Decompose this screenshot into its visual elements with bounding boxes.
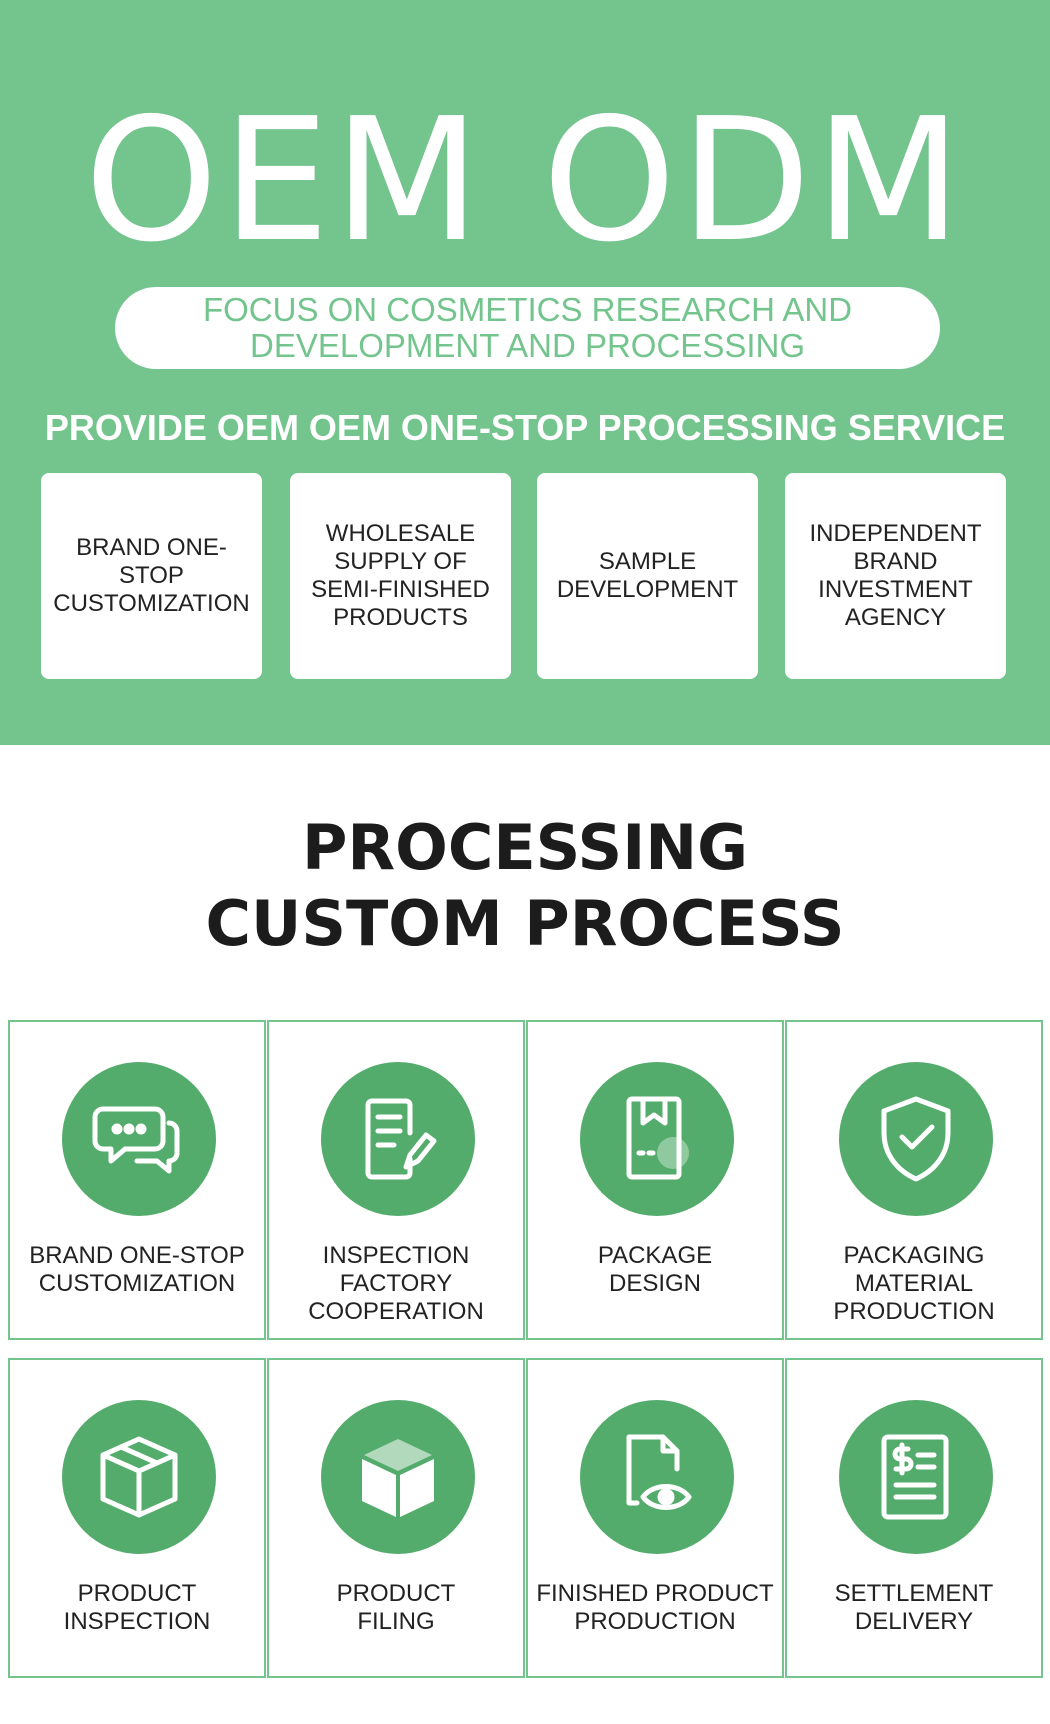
step-label: PRODUCT FILING bbox=[336, 1580, 456, 1635]
service-card-label: SAMPLE DEVELOPMENT bbox=[556, 548, 739, 603]
step-card-brand-customization: BRAND ONE-STOP CUSTOMIZATION bbox=[8, 1020, 266, 1340]
document-pen-icon bbox=[321, 1062, 475, 1216]
step-card-inspection-factory: INSPECTION FACTORY COOPERATION bbox=[267, 1020, 525, 1340]
step-label: PACKAGE DESIGN bbox=[597, 1242, 713, 1297]
cube-box-icon bbox=[62, 1400, 216, 1554]
step-label: PACKAGING MATERIAL PRODUCTION bbox=[833, 1242, 995, 1325]
step-label: PRODUCT INSPECTION bbox=[63, 1580, 211, 1635]
shield-check-icon bbox=[839, 1062, 993, 1216]
process-title-line1: PROCESSING bbox=[301, 811, 749, 884]
service-card-label: INDEPENDENT BRAND INVESTMENT AGENCY bbox=[809, 520, 982, 631]
invoice-dollar-icon bbox=[839, 1400, 993, 1554]
step-label: INSPECTION FACTORY COOPERATION bbox=[308, 1242, 484, 1325]
service-card-label: WHOLESALE SUPPLY OF SEMI-FINISHED PRODUC… bbox=[311, 520, 490, 631]
hero-title: OEM ODM bbox=[84, 82, 966, 280]
service-card-sample-development: SAMPLE DEVELOPMENT bbox=[537, 473, 758, 679]
focus-text: FOCUS ON COSMETICS RESEARCH AND DEVELOPM… bbox=[202, 291, 853, 364]
step-card-product-filing: PRODUCT FILING bbox=[267, 1358, 525, 1678]
document-eye-icon bbox=[580, 1400, 734, 1554]
hero-banner: OEM ODM FOCUS ON COSMETICS RESEARCH AND … bbox=[0, 0, 1050, 745]
chat-bubbles-icon bbox=[62, 1062, 216, 1216]
service-card-investment-agency: INDEPENDENT BRAND INVESTMENT AGENCY bbox=[785, 473, 1006, 679]
focus-pill: FOCUS ON COSMETICS RESEARCH AND DEVELOPM… bbox=[115, 287, 940, 369]
service-heading: PROVIDE OEM OEM ONE-STOP PROCESSING SERV… bbox=[44, 407, 1006, 448]
process-title: PROCESSING CUSTOM PROCESS bbox=[0, 810, 1050, 962]
step-label: SETTLEMENT DELIVERY bbox=[834, 1580, 994, 1635]
step-card-package-design: PACKAGE DESIGN bbox=[526, 1020, 784, 1340]
step-card-product-inspection: PRODUCT INSPECTION bbox=[8, 1358, 266, 1678]
step-card-finished-production: FINISHED PRODUCT PRODUCTION bbox=[526, 1358, 784, 1678]
process-title-line2: CUSTOM PROCESS bbox=[205, 887, 845, 960]
step-card-settlement-delivery: SETTLEMENT DELIVERY bbox=[785, 1358, 1043, 1678]
step-card-packaging-material: PACKAGING MATERIAL PRODUCTION bbox=[785, 1020, 1043, 1340]
isometric-cube-icon bbox=[321, 1400, 475, 1554]
step-label: FINISHED PRODUCT PRODUCTION bbox=[536, 1580, 774, 1635]
package-box-icon bbox=[580, 1062, 734, 1216]
service-card-brand-customization: BRAND ONE-STOP CUSTOMIZATION bbox=[41, 473, 262, 679]
service-card-wholesale-supply: WHOLESALE SUPPLY OF SEMI-FINISHED PRODUC… bbox=[290, 473, 511, 679]
step-label: BRAND ONE-STOP CUSTOMIZATION bbox=[29, 1242, 245, 1297]
service-card-label: BRAND ONE-STOP CUSTOMIZATION bbox=[53, 534, 250, 617]
